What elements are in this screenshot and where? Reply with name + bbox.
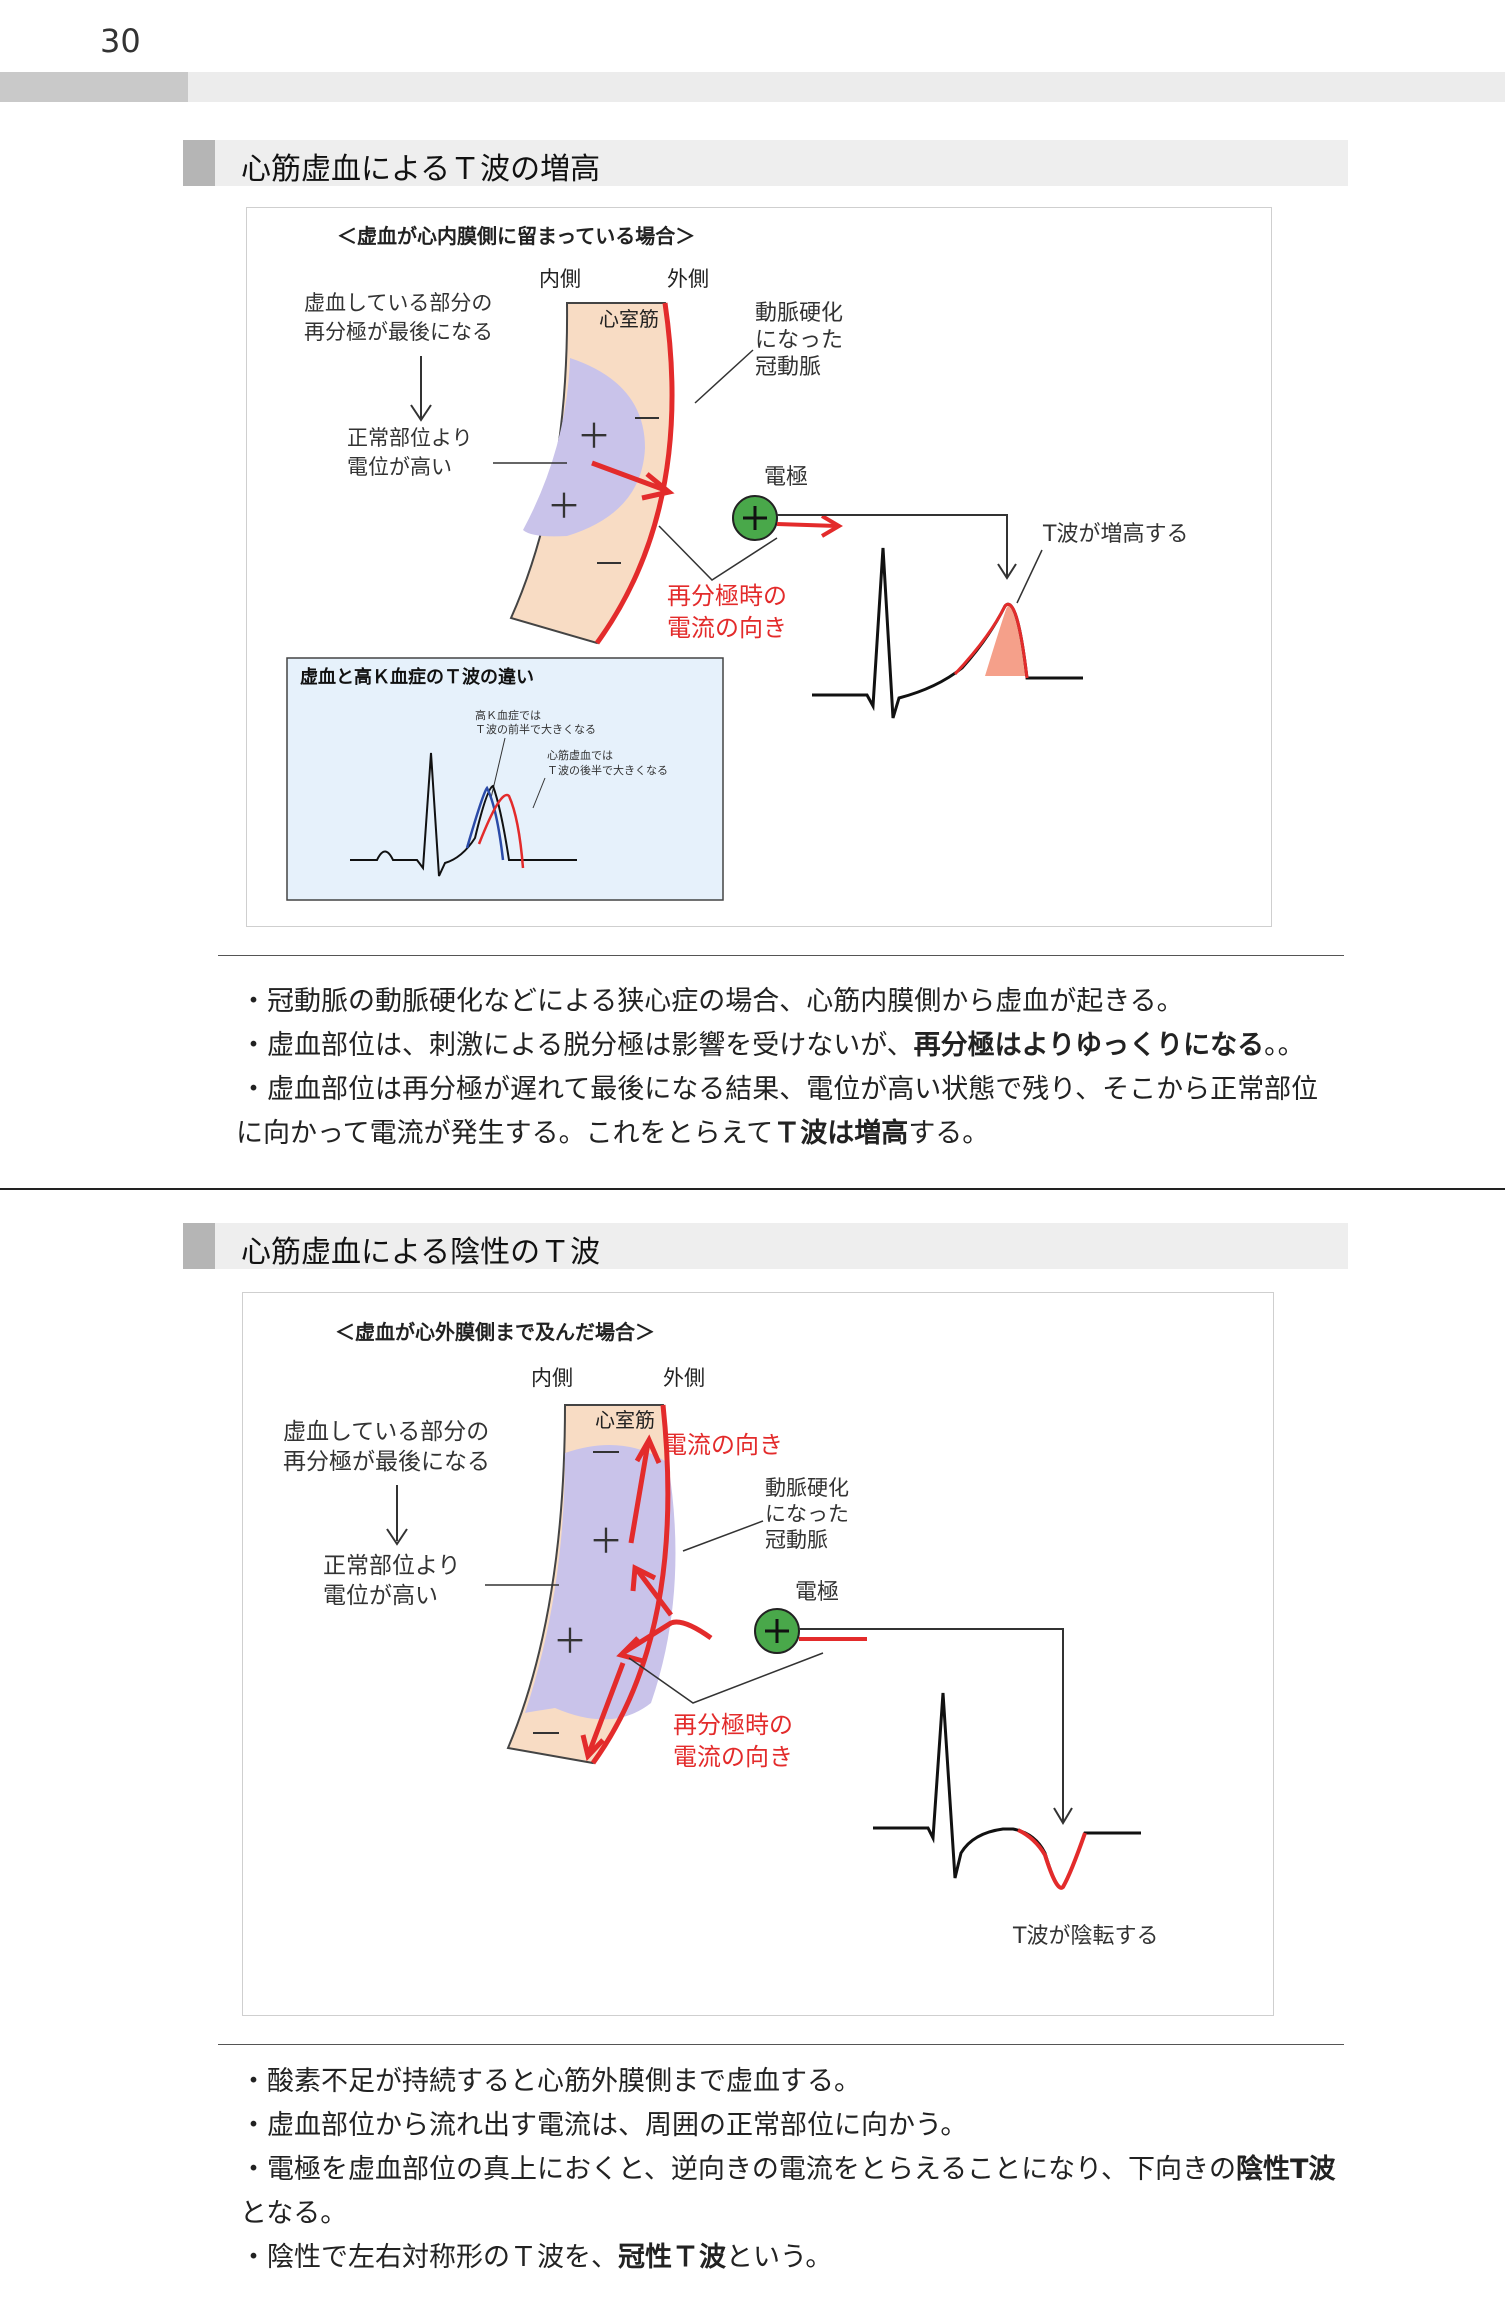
inset-note-k2: Ｔ波の前半で大きくなる xyxy=(475,722,596,736)
inset-box xyxy=(287,658,723,900)
section2-figure: ＜虚血が心外膜側まで及んだ場合＞ 内側 外側 心室筋 ＋ ＋ 電流の向き 虚血し… xyxy=(242,1292,1274,2016)
fig2-artery-3: 冠動脈 xyxy=(765,1528,828,1552)
fig1-text-a2: 再分極が最後になる xyxy=(304,320,493,344)
s2-bullet-1: ・酸素不足が持続すると心筋外膜側まで虚血する。 xyxy=(240,2060,1360,2104)
section1-bullets: ・冠動脈の動脈硬化などによる狭心症の場合、心筋内膜側から虚血が起きる。 ・虚血部… xyxy=(240,980,1360,1156)
s1-bullet-1: ・冠動脈の動脈硬化などによる狭心症の場合、心筋内膜側から虚血が起きる。 xyxy=(240,980,1360,1024)
s2-bullet-4: ・陰性で左右対称形のＴ波を、冠性Ｔ波という。 xyxy=(240,2236,1360,2280)
fig2-leader-artery xyxy=(683,1521,763,1551)
fig2-myocardium-label: 心室筋 xyxy=(595,1408,655,1432)
s2-bullet-3-bold: 陰性T波 xyxy=(1236,2154,1335,2185)
s1-bullet-3-bold: Ｔ波は増高 xyxy=(773,1118,908,1149)
section2-heading: 心筋虚血による陰性のＴ波 xyxy=(183,1223,1348,1269)
fig2-electrode-label: 電極 xyxy=(795,1580,839,1605)
fig1-text-b1: 正常部位より xyxy=(347,426,473,450)
fig2-inner-label: 内側 xyxy=(531,1366,573,1390)
section1-rule xyxy=(218,955,1344,956)
page-number: 30 xyxy=(100,22,141,60)
fig1-text-a1: 虚血している部分の xyxy=(304,291,492,315)
fig2-ecg-trace xyxy=(873,1693,1141,1888)
section1-figure: ＜虚血が心内膜側に留まっている場合＞ 内側 外側 心室筋 ＋ ＋ 虚血している部… xyxy=(246,207,1272,927)
s1-bullet-2: ・虚血部位は、刺激による脱分極は影響を受けないが、再分極はよりゆっくりになる。。 xyxy=(240,1024,1360,1068)
fig1-outer-label: 外側 xyxy=(667,267,709,291)
page-divider xyxy=(0,1188,1505,1190)
fig2-current-1: 再分極時の xyxy=(673,1711,793,1739)
fig1-text-b2: 電位が高い xyxy=(347,455,452,479)
section1-diagram: ＜虚血が心内膜側に留まっている場合＞ 内側 外側 心室筋 ＋ ＋ 虚血している部… xyxy=(247,208,1271,926)
s1-bullet-2-end: 。。 xyxy=(1264,1030,1305,1061)
top-band xyxy=(0,72,1505,102)
fig1-leader-t xyxy=(1017,550,1042,603)
s1-bullet-3-line1: ・虚血部位は再分極が遅れて最後になる結果、電位が高い状態で残り、そこから正常部位 xyxy=(240,1068,1360,1112)
section2-rule xyxy=(218,2044,1344,2045)
fig2-current-dir: 電流の向き xyxy=(663,1431,783,1459)
fig2-outer-label: 外側 xyxy=(663,1366,705,1390)
s2-bullet-4-text: ・陰性で左右対称形のＴ波を、 xyxy=(240,2242,618,2273)
fig2-current-2: 電流の向き xyxy=(673,1743,793,1771)
fig1-inner-label: 内側 xyxy=(539,267,581,291)
s1-bullet-3-end: する。 xyxy=(908,1118,989,1149)
fig2-text-b1: 正常部位より xyxy=(323,1553,461,1579)
fig1-t-wave-result: T波が増高する xyxy=(1042,522,1188,547)
s2-bullet-3: ・電極を虚血部位の真上におくと、逆向きの電流をとらえることになり、下向きの陰性T… xyxy=(240,2148,1360,2192)
fig2-t-wave-result: T波が陰転する xyxy=(1012,1924,1158,1949)
fig1-artery-3: 冠動脈 xyxy=(755,355,821,380)
fig2-text-a1: 虚血している部分の xyxy=(283,1419,489,1445)
inset-note-i2: Ｔ波の後半で大きくなる xyxy=(547,763,668,777)
fig1-caption: ＜虚血が心内膜側に留まっている場合＞ xyxy=(337,224,695,248)
section1-heading-mark xyxy=(183,140,215,186)
fig2-artery-1: 動脈硬化 xyxy=(765,1476,849,1500)
section1-heading: 心筋虚血によるＴ波の増高 xyxy=(183,140,1348,186)
fig2-text-a2: 再分極が最後になる xyxy=(283,1449,490,1475)
fig1-leader-artery xyxy=(695,350,753,403)
s2-bullet-4-end: という。 xyxy=(726,2242,832,2273)
fig1-plus-sign-1: ＋ xyxy=(577,417,611,457)
fig1-plus-sign-2: ＋ xyxy=(547,487,581,527)
s2-bullet-4-bold: 冠性Ｔ波 xyxy=(618,2242,726,2273)
s1-bullet-3-text: に向かって電流が発生する。これをとらえて xyxy=(236,1118,773,1149)
fig1-artery-2: になった xyxy=(755,328,843,353)
s2-bullet-2: ・虚血部位から流れ出す電流は、周囲の正常部位に向かう。 xyxy=(240,2104,1360,2148)
fig1-myocardium-label: 心室筋 xyxy=(599,307,659,331)
inset-note-i1: 心筋虚血では xyxy=(547,748,613,762)
section2-bullets: ・酸素不足が持続すると心筋外膜側まで虚血する。 ・虚血部位から流れ出す電流は、周… xyxy=(240,2060,1360,2280)
inset-title: 虚血と高Ｋ血症のＴ波の違い xyxy=(300,666,534,688)
section2-heading-mark xyxy=(183,1223,215,1269)
inset-note-k1: 高Ｋ血症では xyxy=(475,708,541,722)
fig2-text-b2: 電位が高い xyxy=(323,1583,438,1609)
top-band-accent xyxy=(0,72,188,102)
fig2-connector xyxy=(799,1629,1063,1821)
s2-bullet-3-text: ・電極を虚血部位の真上におくと、逆向きの電流をとらえることになり、下向きの xyxy=(240,2154,1236,2185)
fig1-current-1: 再分極時の xyxy=(667,582,787,610)
fig2-inverted-t-wave xyxy=(1018,1830,1085,1888)
fig2-artery-2: になった xyxy=(765,1502,849,1526)
fig1-ecg-trace xyxy=(812,548,1083,718)
fig2-caption: ＜虚血が心外膜側まで及んだ場合＞ xyxy=(335,1320,655,1344)
fig1-electrode-arrow xyxy=(777,524,837,526)
fig1-electrode-label: 電極 xyxy=(764,465,808,490)
s1-bullet-2-bold: 再分極はよりゆっくりになる xyxy=(914,1030,1264,1061)
s1-bullet-2-text: ・虚血部位は、刺激による脱分極は影響を受けないが、 xyxy=(240,1030,914,1061)
fig1-current-2: 電流の向き xyxy=(667,614,787,642)
section2-diagram: ＜虚血が心外膜側まで及んだ場合＞ 内側 外側 心室筋 ＋ ＋ 電流の向き 虚血し… xyxy=(243,1293,1273,2015)
s1-bullet-3-line2: に向かって電流が発生する。これをとらえてＴ波は増高する。 xyxy=(236,1112,1360,1156)
fig1-artery-1: 動脈硬化 xyxy=(755,301,843,326)
section1-title: 心筋虚血によるＴ波の増高 xyxy=(241,144,600,188)
s2-bullet-3-line2: となる。 xyxy=(240,2192,1360,2236)
fig2-ischemic-zone xyxy=(525,1445,676,1719)
fig2-plus-sign-1: ＋ xyxy=(589,1522,623,1562)
section2-title: 心筋虚血による陰性のＴ波 xyxy=(241,1227,600,1271)
fig2-plus-sign-2: ＋ xyxy=(553,1622,587,1662)
